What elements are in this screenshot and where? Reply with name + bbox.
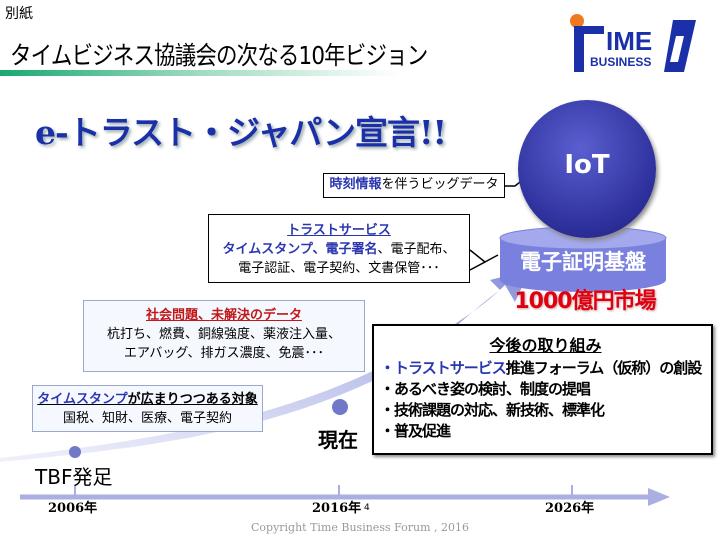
platform-cylinder — [499, 226, 667, 292]
future-item-2: ・あるべき姿の検討、制度の提唱 — [380, 380, 591, 398]
trust-line2: 電子認証、電子契約、文書保管･･･ — [238, 261, 440, 276]
future-initiatives-box: 今後の取り組み ・トラストサービス推進フォーラム（仮称）の創設 ・あるべき姿の検… — [372, 324, 713, 455]
page-number: 4 — [364, 503, 370, 513]
year-2026: 2026年 — [545, 501, 595, 516]
title-underline — [0, 70, 400, 76]
bigdata-text: を伴うビッグデータ — [381, 177, 499, 192]
now-label: 現在 — [318, 428, 358, 452]
timestamp-highlight: タイムスタンプ — [37, 392, 128, 407]
trust-heading: トラストサービス — [287, 223, 391, 238]
svg-text:BUSINESS: BUSINESS — [590, 55, 651, 69]
trust-highlight: タイムスタンプ、電子署名 — [222, 242, 378, 257]
platform-label: 電子証明基盤 — [520, 250, 646, 274]
trust-pointer — [469, 249, 499, 271]
timestamp-heading: が広まりつつある対象 — [127, 392, 258, 407]
copyright: Copyright Time Business Forum , 2016 — [250, 521, 470, 534]
bigdata-callout: 時刻情報を伴うビッグデータ — [323, 173, 505, 198]
time-business-logo: IME BUSINESS — [570, 14, 696, 72]
trust-services-callout: トラストサービス タイムスタンプ、電子署名、電子配布、 電子認証、電子契約、文書… — [208, 214, 470, 283]
trust-line1: 、電子配布、 — [377, 242, 456, 257]
iot-circle: IoT — [518, 100, 656, 238]
milestone-dot-2016 — [332, 399, 348, 415]
market-size: 1000億円市場 — [514, 289, 656, 314]
timestamp-box: タイムスタンプが広まりつつある対象 国税、知財、医療、電子契約 — [32, 385, 263, 432]
social-heading: 社会問題、未解決のデータ — [145, 308, 302, 323]
future-item-3: ・技術課題の対応、新技術、標準化 — [380, 401, 605, 419]
future-item-1: 推進フォーラム（仮称）の創設 — [505, 359, 703, 377]
bigdata-highlight: 時刻情報 — [329, 177, 382, 192]
social-line1: 杭打ち、燃費、銅線強度、薬液注入量、 — [106, 327, 341, 342]
tbf-start-label: TBF発足 — [35, 465, 113, 489]
svg-text:IME: IME — [606, 26, 652, 56]
year-2016: 2016年 — [312, 501, 362, 516]
social-issues-box: 社会問題、未解決のデータ 杭打ち、燃費、銅線強度、薬液注入量、 エアバッグ、排ガ… — [83, 300, 365, 372]
memo-label: 別紙 — [5, 6, 33, 22]
page-title: タイムビジネス協議会の次なる10年ビジョン — [10, 41, 428, 70]
year-2006: 2006年 — [48, 501, 98, 516]
social-line2: エアバッグ、排ガス濃度、免震･･･ — [123, 346, 325, 361]
future-item-4: ・普及促進 — [380, 422, 451, 440]
milestone-dot-2006 — [69, 446, 81, 458]
timestamp-line1: 国税、知財、医療、電子契約 — [62, 411, 232, 426]
future-item-highlight: ・トラストサービス — [380, 359, 507, 377]
future-heading: 今後の取り組み — [489, 336, 602, 355]
declaration-heading: e-トラスト・ジャパン宣言!! — [35, 113, 447, 152]
timeline-arrowhead — [648, 488, 670, 506]
